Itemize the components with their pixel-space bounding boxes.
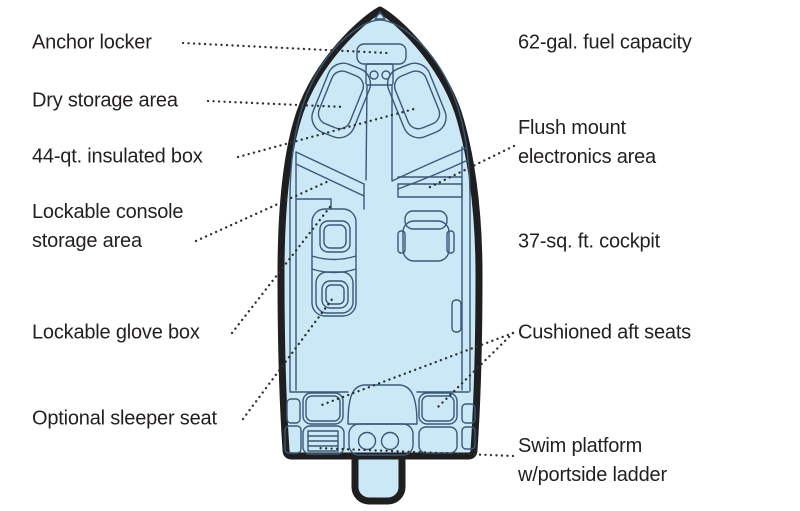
console-storage-step — [295, 198, 332, 210]
ladder-grate — [302, 425, 345, 455]
label-electronics-area-line: Flush mount — [518, 117, 626, 139]
leader-anchor-locker — [181, 41, 389, 55]
label-swim-platform-line: Swim platform — [518, 435, 643, 457]
label-aft-seats-line: Cushioned aft seats — [518, 321, 691, 344]
engine-console — [347, 384, 418, 425]
label-fuel-capacity: 62-gal. fuel capacity — [518, 29, 692, 58]
helm-seat — [397, 210, 455, 262]
leader-aft-seats — [317, 331, 515, 408]
leader-glove-box — [230, 201, 335, 335]
motor-mount-right — [380, 431, 400, 451]
leader-dry-storage-area — [206, 99, 346, 109]
label-anchor-locker: Anchor locker — [32, 29, 152, 58]
anchor-roller-icon — [374, 11, 386, 20]
foredeck-step-line-2 — [295, 163, 365, 197]
dry-storage-pod — [311, 62, 372, 139]
side-pocket — [451, 299, 462, 333]
label-glove-box-line: Lockable glove box — [32, 321, 200, 344]
label-console-storage-area: Lockable console storage area — [32, 198, 184, 256]
label-electronics-area: Flush mount electronics area — [518, 114, 656, 172]
leader-lines — [181, 41, 516, 458]
label-sleeper-seat-line: Optional sleeper seat — [32, 407, 217, 430]
insulated-box-pod — [386, 62, 447, 139]
electronics-band — [397, 183, 463, 198]
label-console-storage-area-line: storage area — [32, 230, 142, 252]
label-fuel-capacity-line: 62-gal. fuel capacity — [518, 31, 692, 54]
leader-swim-platform — [314, 446, 515, 458]
starboard-deck-line-2 — [397, 159, 469, 190]
motor-well — [348, 423, 414, 456]
inner-gunwale-line — [289, 19, 471, 392]
label-sleeper-seat: Optional sleeper seat — [32, 405, 217, 434]
label-glove-box: Lockable glove box — [32, 319, 200, 348]
foredeck-step-line-1 — [295, 151, 365, 185]
leader-electronics-area — [426, 144, 516, 190]
label-dry-storage-area-line: Dry storage area — [32, 89, 178, 112]
label-dry-storage-area: Dry storage area — [32, 87, 178, 116]
aft-seat-starboard — [418, 392, 458, 425]
bow-spine-left-line — [365, 84, 368, 181]
leader-aft-seats — [435, 331, 515, 410]
transom-corner-starboard — [461, 426, 476, 450]
motor-mount-left — [357, 431, 377, 451]
glove-box-lid — [321, 280, 349, 309]
corner-locker-port — [286, 398, 301, 424]
label-console-storage-area-line: Lockable console — [32, 201, 184, 223]
label-aft-seats: Cushioned aft seats — [518, 319, 691, 348]
label-insulated-box-line: 44-qt. insulated box — [32, 145, 203, 168]
leader-sleeper-seat — [241, 296, 335, 421]
label-electronics-area-line: electronics area — [518, 146, 656, 168]
label-swim-platform: Swim platform w/portside ladder — [518, 432, 667, 490]
label-cockpit-line: 37-sq. ft. cockpit — [518, 230, 661, 253]
label-swim-platform-line: w/portside ladder — [518, 464, 667, 486]
windlass-plate — [365, 63, 394, 86]
deck-details — [284, 11, 476, 456]
transom-locker-starboard — [418, 426, 458, 454]
aft-seat-port — [302, 392, 344, 425]
corner-locker-starboard — [461, 403, 476, 424]
cleat-hole-left — [369, 70, 379, 80]
transom-locker-port — [284, 425, 302, 454]
label-insulated-box: 44-qt. insulated box — [32, 143, 203, 172]
label-cockpit: 37-sq. ft. cockpit — [518, 228, 660, 257]
console-unit — [311, 208, 357, 317]
label-anchor-locker-line: Anchor locker — [32, 31, 152, 54]
